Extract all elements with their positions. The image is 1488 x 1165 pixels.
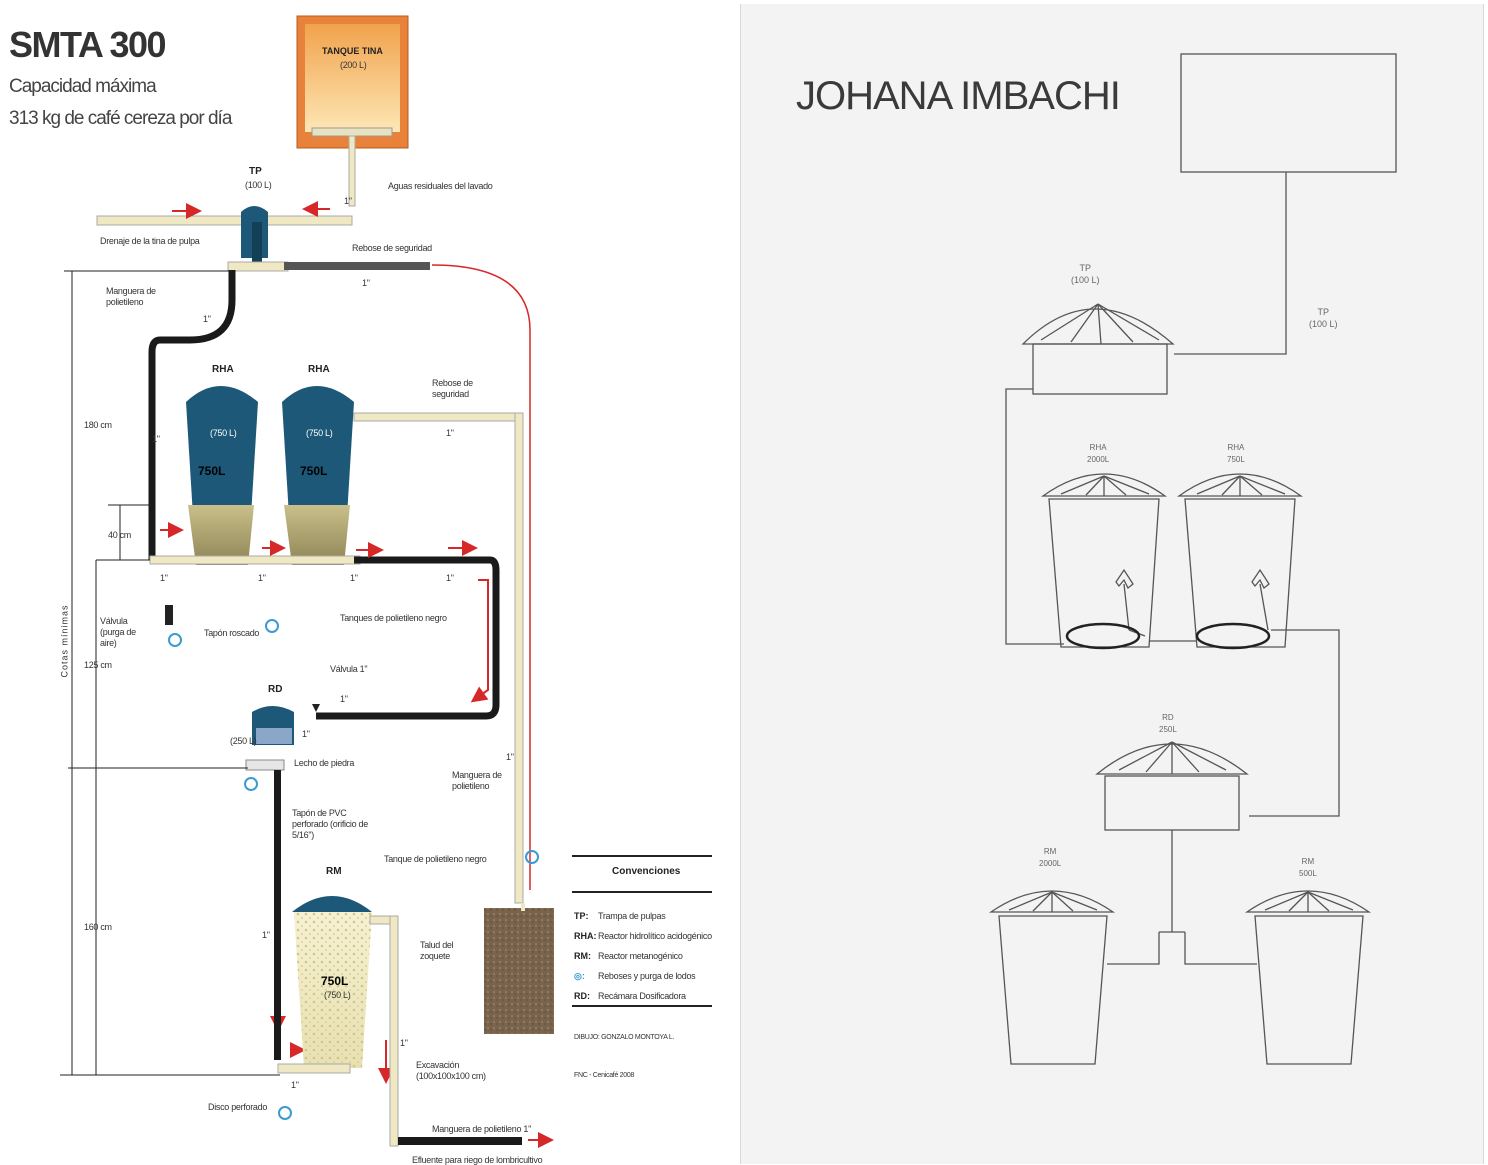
tanque-negro-label: Tanque de polietileno negro xyxy=(384,854,487,864)
rha-tank-2-sketch xyxy=(1176,473,1304,648)
tapon-pvc-label: Tapón de PVC perforado (orificio de 5/16… xyxy=(292,808,368,840)
cotas-minimas-label: Cotas mínimas xyxy=(59,604,70,678)
tanque-tina-capacity: (200 L) xyxy=(340,60,367,70)
pipe-size-13: 1" xyxy=(262,930,270,940)
author-title: JOHANA IMBACHI xyxy=(796,74,1121,118)
pipe-size-9: 1" xyxy=(446,573,454,583)
pipe-size-12: 1" xyxy=(506,752,514,762)
rm-volume: 750L xyxy=(321,974,349,988)
smta-300-diagram: SMTA 300 Capacidad máxima 313 kg de café… xyxy=(0,0,736,1165)
rm-label-1-sketch: RM 2000L xyxy=(1039,847,1062,868)
rha-tank-1 xyxy=(186,386,258,565)
disco-perforado-label: Disco perforado xyxy=(208,1102,268,1112)
rha-capacity-2: (750 L) xyxy=(306,428,333,438)
rha-volume-2: 750L xyxy=(300,464,328,478)
rha-label-2-sketch: RHA 750L xyxy=(1227,443,1245,464)
pipe-size-1: 1" xyxy=(203,314,211,324)
efluente-label: Efluente para riego de lombricultivo xyxy=(412,1155,543,1165)
tanques-negro-label: Tanques de polietileno negro xyxy=(340,613,447,623)
rd-label-sketch: RD 250L xyxy=(1159,713,1177,734)
rha-capacity-1: (750 L) xyxy=(210,428,237,438)
rha-label-1: RHA xyxy=(212,364,234,375)
rm-label: RM xyxy=(326,866,342,877)
rebose-seguridad-2-label: Rebose de seguridad xyxy=(432,378,473,399)
pipe-size-7: 1" xyxy=(258,573,266,583)
rd-label: RD xyxy=(268,684,283,695)
diagram-subtitle-1: Capacidad máxima xyxy=(9,76,157,97)
rd-tank xyxy=(245,704,320,771)
pipe-size-5: 1" xyxy=(152,434,160,444)
pipe-size-2: 1" xyxy=(344,196,352,206)
pipe-size-10: 1" xyxy=(340,694,348,704)
rm-capacity: (750 L) xyxy=(324,990,351,1000)
sketch-schematic xyxy=(988,53,1397,1065)
pipe-size-6: 1" xyxy=(160,573,168,583)
convention-item: ◎:Reboses y purga de lodos xyxy=(574,971,696,981)
tp-label-2: TP (100 L) xyxy=(1309,307,1338,329)
tp-label-1: TP (100 L) xyxy=(1071,263,1100,285)
height-125: 125 cm xyxy=(84,660,112,670)
pipe-size-8: 1" xyxy=(350,573,358,583)
tapon-roscado-label: Tapón roscado xyxy=(204,628,260,638)
valvula-label: Válvula 1" xyxy=(330,664,368,674)
talud-zoquete xyxy=(484,908,554,1034)
pipe-size-15: 1" xyxy=(291,1080,299,1090)
aguas-residuales-label: Aguas residuales del lavado xyxy=(388,181,493,191)
johana-imbachi-diagram: JOHANA IMBACHI TP (100 L) TP (100 L) RHA… xyxy=(740,4,1484,1164)
rha-1-ring xyxy=(1065,622,1141,650)
manguera-label-1: Manguera de polietileno xyxy=(106,286,156,307)
rm-tank xyxy=(292,896,372,1068)
rha-label-2: RHA xyxy=(308,364,330,375)
convention-item: RD:Recámara Dosificadora xyxy=(574,991,686,1001)
conventions-title: Convenciones xyxy=(612,866,681,877)
credit-drawing: DIBUJO: GONZALO MONTOYA L. xyxy=(574,1034,675,1041)
dimension-lines xyxy=(60,270,280,1076)
tanque-tina-label: TANQUE TINA xyxy=(322,46,383,56)
manguera-label-2: Manguera de polietileno xyxy=(452,770,502,791)
convention-item: RM:Reactor metanogénico xyxy=(574,951,683,961)
rha-volume-1: 750L xyxy=(198,464,226,478)
diagram-title: SMTA 300 xyxy=(9,24,167,65)
height-180: 180 cm xyxy=(84,420,112,430)
lecho-piedra-label: Lecho de piedra xyxy=(294,758,355,768)
talud-label: Talud del zoquete xyxy=(420,940,454,961)
height-160: 160 cm xyxy=(84,922,112,932)
top-box xyxy=(1180,53,1397,173)
conventions-list: TP:Trampa de pulpas RHA:Reactor hidrolít… xyxy=(574,906,712,1006)
rha-2-ring xyxy=(1195,622,1271,650)
drenaje-label: Drenaje de la tina de pulpa xyxy=(100,236,200,246)
pipe-size-11: 1" xyxy=(302,729,310,739)
pipe-size-4: 1" xyxy=(446,428,454,438)
tp-tank-sketch xyxy=(1021,303,1175,395)
tp-capacity: (100 L) xyxy=(245,180,272,190)
rha-tank-1-sketch xyxy=(1040,473,1168,648)
tp-tank xyxy=(241,206,268,262)
convention-item: TP:Trampa de pulpas xyxy=(574,911,666,921)
convention-item: RHA:Reactor hidrolítico acidogénico xyxy=(574,931,712,941)
credit-cenicafe: FNC - Cenicafé 2008 xyxy=(574,1072,635,1079)
tanque-tina xyxy=(296,15,409,207)
height-40: 40 cm xyxy=(108,530,132,540)
rd-tank-sketch xyxy=(1095,741,1249,831)
rha-tank-2 xyxy=(282,386,354,565)
rm-tank-1-sketch xyxy=(988,890,1116,1065)
smta-schematic xyxy=(60,15,712,1148)
manguera-label-3: Manguera de polietileno 1" xyxy=(432,1124,531,1134)
rebose-seguridad-label: Rebose de seguridad xyxy=(352,243,432,253)
rm-label-2-sketch: RM 500L xyxy=(1299,857,1317,878)
rha-label-1-sketch: RHA 2000L xyxy=(1087,443,1110,464)
valvula-purga-label: Válvula (purga de aire) xyxy=(100,616,136,648)
pipe-size-14: 1" xyxy=(400,1038,408,1048)
excavacion-label: Excavación (100x100x100 cm) xyxy=(416,1060,486,1081)
rd-capacity: (250 L) xyxy=(230,736,257,746)
diagram-subtitle-2: 313 kg de café cereza por día xyxy=(9,108,232,129)
rm-tank-2-sketch xyxy=(1244,890,1372,1065)
tp-label: TP xyxy=(249,166,262,177)
pipe-size-3: 1" xyxy=(362,278,370,288)
